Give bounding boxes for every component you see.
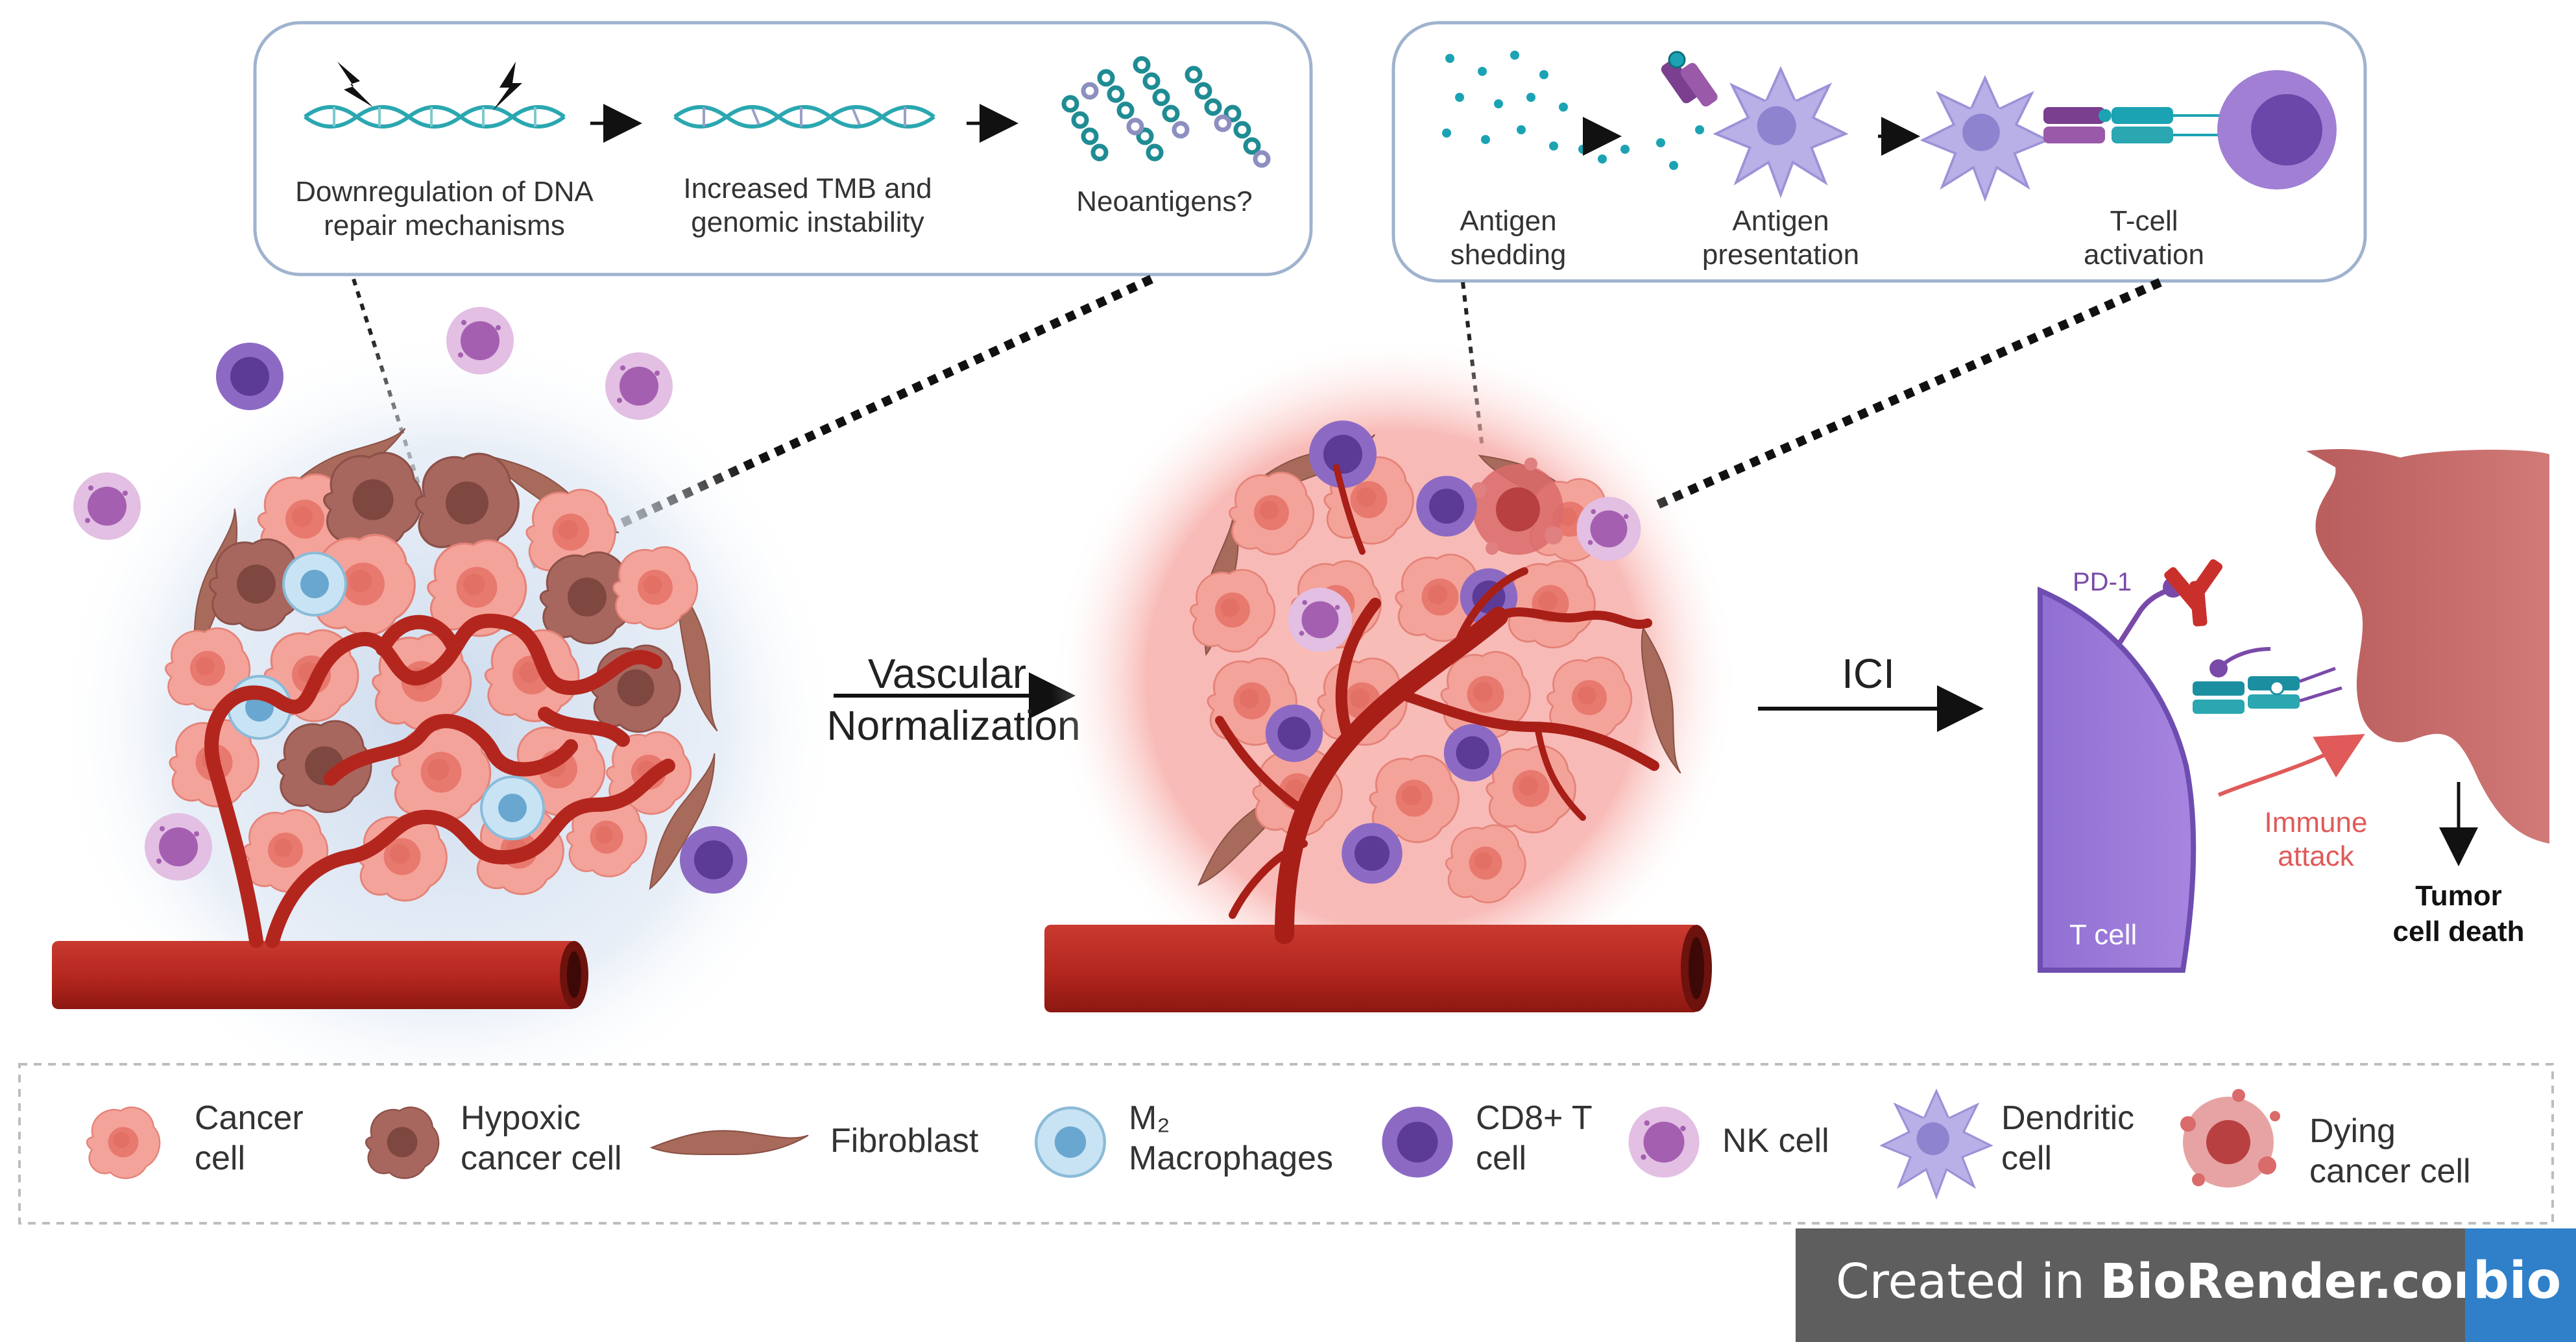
legend-label: cell <box>2001 1140 2052 1177</box>
connector-right-2 <box>1652 278 2162 511</box>
legend-label: CD8+ T <box>1476 1099 1593 1137</box>
activated-t-cell-icon <box>2217 70 2337 189</box>
antigen-presentation-label-1: Antigen <box>1732 205 1829 237</box>
legend-item-macrophage: M₂ Macrophages <box>1036 1099 1333 1177</box>
tmb-label-2: genomic instability <box>691 206 924 238</box>
dna-repair-label-2: repair mechanisms <box>324 210 565 241</box>
legend-item-dendritic-cell: Dendritic cell <box>1881 1090 2134 1198</box>
immune-attack-label-1: Immune <box>2265 807 2368 838</box>
legend-item-dying-cancer-cell: Dying cancer cell <box>2180 1089 2471 1190</box>
credit-text: Created in BioRender.com <box>1836 1254 2503 1310</box>
nk-cell-left-2 <box>605 352 673 420</box>
nk-cell-left-4 <box>145 813 212 881</box>
nk-cell-left-1 <box>446 307 514 374</box>
neoantigen-icon <box>1061 56 1271 168</box>
biorender-credit[interactable]: Created in BioRender.com bio <box>1796 1228 2576 1342</box>
immune-priming-panel-frame <box>1391 21 2367 283</box>
legend-label: Macrophages <box>1129 1140 1333 1177</box>
tumor-death-label-1: Tumor <box>2415 880 2502 912</box>
legend-label: cell <box>195 1140 245 1177</box>
legend-item-cancer-cell: Cancer cell <box>86 1099 304 1179</box>
normalized-tumor <box>1044 334 1739 1022</box>
antigen-presentation-label-2: presentation <box>1702 239 1859 271</box>
tumor-death-label-2: cell death <box>2393 916 2525 947</box>
cd8-t-cell-icon <box>1382 1106 1453 1178</box>
dying-cancer-cell-icon <box>2180 1089 2280 1188</box>
immune-attack-arrow <box>2217 734 2365 797</box>
damaged-dna-icon <box>304 105 566 128</box>
legend-label: cancer cell <box>2309 1153 2471 1190</box>
nk-cell-left-3 <box>73 472 141 540</box>
tumor-cell-membrane <box>2306 449 2549 844</box>
t-cell-activation-label-1: T-cell <box>2110 205 2178 237</box>
t-cell-activation-label-2: activation <box>2084 239 2204 271</box>
pd1-label: PD-1 <box>2073 568 2132 596</box>
credit-prefix: Created in <box>1836 1254 2100 1310</box>
biorender-logo <box>2465 1228 2576 1342</box>
tumor-cell-cluster-center <box>1186 421 1686 903</box>
legend-label: Hypoxic <box>461 1099 581 1137</box>
legend-label: Fibroblast <box>830 1122 979 1160</box>
immune-priming-panel: Antigen shedding Antigen presentation <box>1391 21 2367 283</box>
legend-label: Dendritic <box>2001 1099 2134 1137</box>
lightning-icon <box>337 62 522 110</box>
immune-synapse: T cell PD-1 Immune attack Tumor <box>2038 449 2549 973</box>
connector-left-2 <box>530 274 1153 569</box>
antigen-shedding-label-1: Antigen <box>1460 205 1556 237</box>
legend-item-nk-cell: NK cell <box>1628 1106 1829 1178</box>
macrophage-icon <box>1036 1108 1105 1177</box>
normalization-label: Normalization <box>826 702 1080 749</box>
cd8-cell-left-2 <box>680 826 747 894</box>
branched-vessels <box>1215 464 1659 944</box>
nk-cell-icon <box>1628 1106 1700 1178</box>
credit-bar <box>1796 1228 2576 1342</box>
legend-item-fibroblast: Fibroblast <box>651 1122 979 1160</box>
biorender-logo-text: bio <box>2473 1252 2561 1310</box>
dna-repair-label-1: Downregulation of DNA <box>295 176 594 208</box>
legend-label: Cancer <box>195 1099 304 1137</box>
legend-label: Dying <box>2309 1112 2396 1150</box>
ici-arrow: ICI <box>1758 650 1984 732</box>
legend-label: cancer cell <box>461 1140 622 1177</box>
vascular-normalization-arrow: Vascular Normalization <box>826 650 1080 749</box>
blood-vessel-center <box>1044 925 1712 1012</box>
legend-item-cd8-t-cell: CD8+ T cell <box>1382 1099 1593 1178</box>
legend-item-hypoxic-cell: Hypoxic cancer cell <box>365 1099 622 1179</box>
blood-vessel-left <box>52 941 588 1009</box>
dna-repair-panel: Downregulation of DNA repair mechanisms … <box>253 21 1313 276</box>
legend: Cancer cell Hypoxic cancer cell Fibrobla… <box>18 1063 2554 1225</box>
tortuous-vessels <box>204 613 675 948</box>
cd8-cell-left-1 <box>216 343 283 410</box>
antibody-icon <box>2164 559 2223 627</box>
ici-label: ICI <box>1842 650 1895 697</box>
dying-cancer-cell-center <box>1471 458 1563 555</box>
unstable-dna-icon <box>673 105 935 128</box>
legend-label: NK cell <box>1722 1122 1829 1160</box>
hypoxic-tumor <box>52 307 843 1119</box>
neoantigens-label: Neoantigens? <box>1076 186 1253 217</box>
immune-attack-label-2: attack <box>2278 840 2354 872</box>
mhc-receptor-icon <box>1661 51 1718 107</box>
t-cell-membrane <box>2038 586 2197 973</box>
legend-label: M₂ <box>1129 1099 1170 1137</box>
tmb-label-1: Increased TMB and <box>683 173 932 204</box>
vascular-label: Vascular <box>868 650 1026 697</box>
legend-frame <box>18 1063 2554 1225</box>
t-cell-label: T cell <box>2069 919 2137 951</box>
legend-label: cell <box>1476 1140 1526 1177</box>
credit-brand: BioRender.com <box>2100 1254 2503 1310</box>
antigen-shedding-label-2: shedding <box>1451 239 1567 271</box>
tcr-mhc-complex-icon <box>2043 107 2222 143</box>
tcr-synapse-complex-icon <box>2193 647 2342 714</box>
